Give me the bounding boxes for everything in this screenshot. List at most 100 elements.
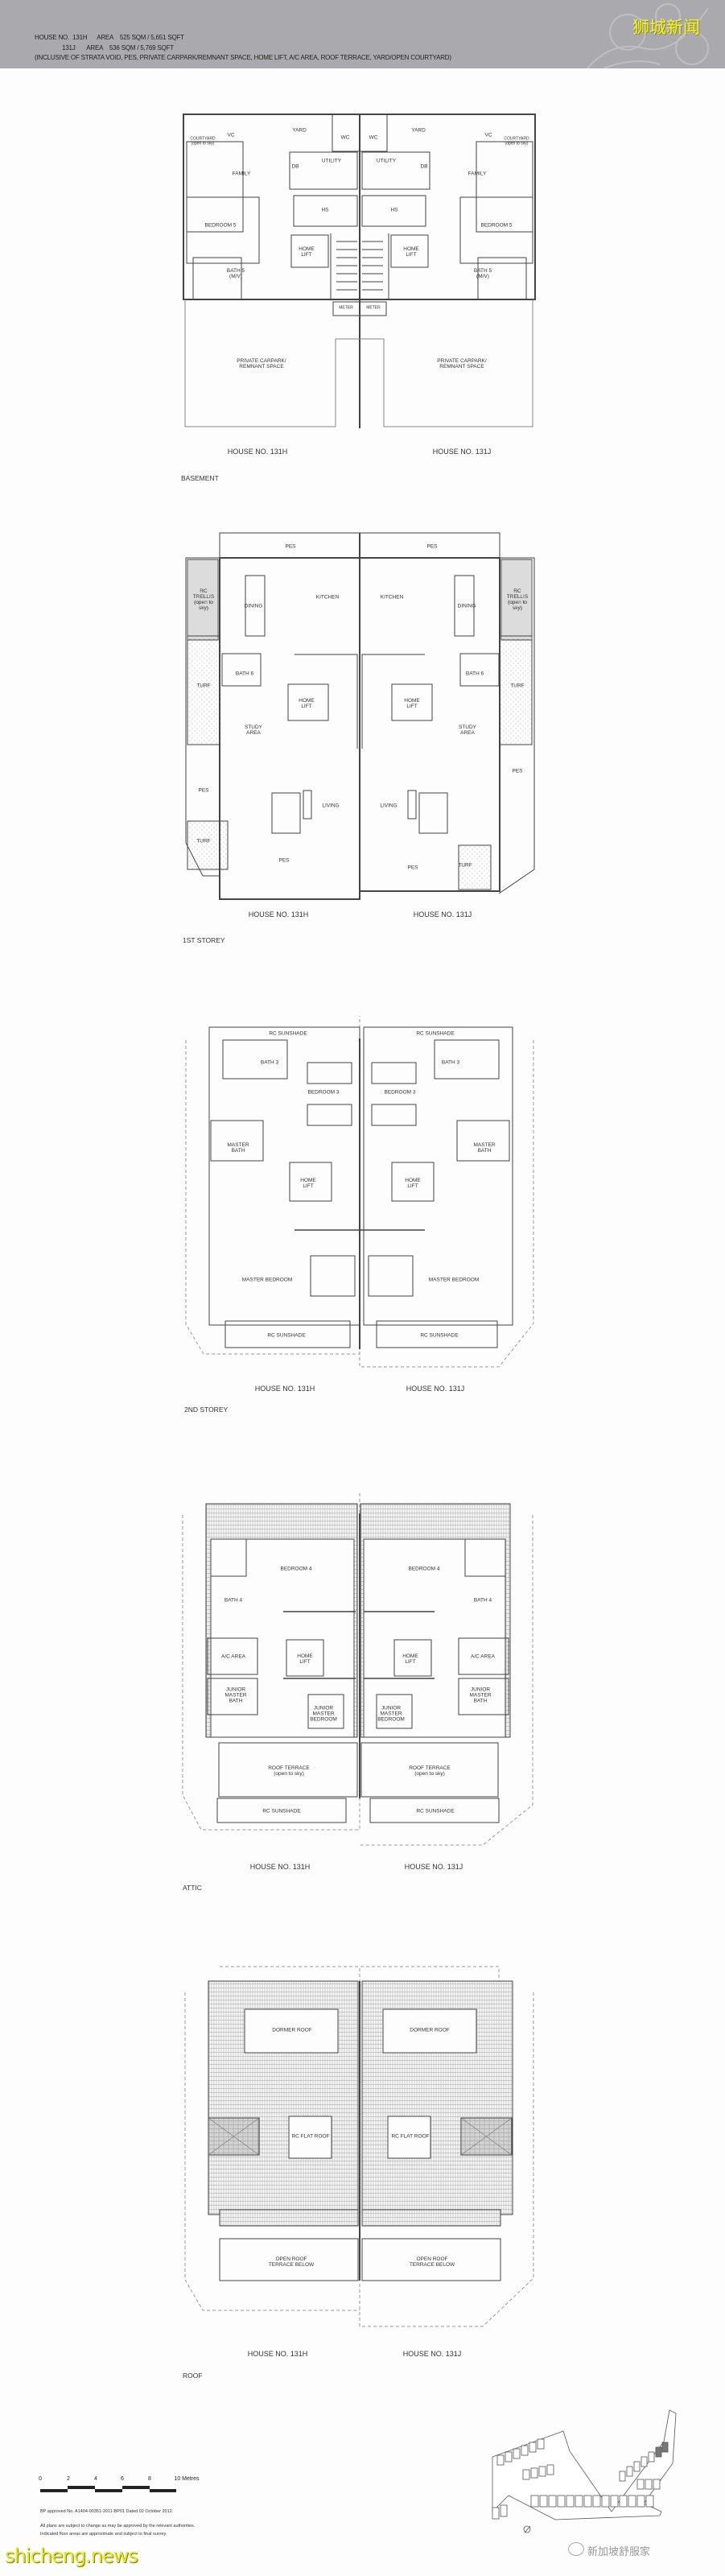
- room-vc: VC: [227, 132, 235, 138]
- scale-tick-label: 2: [67, 2476, 70, 2482]
- room-ac-area: A/C AREA: [471, 1653, 495, 1660]
- room-roof-terrace: ROOF TERRACE (open to sky): [268, 1765, 310, 1777]
- room-courtyard: COURTYARD (open to sky): [190, 136, 216, 146]
- room-master-bath: MASTER BATH: [473, 1142, 496, 1154]
- scale-bar: [40, 2486, 176, 2492]
- room-junior-master-bath: JUNIOR MASTER BATH: [469, 1686, 492, 1704]
- room-bath-6: BATH 6: [235, 671, 254, 677]
- room-junior-master-bedroom: JUNIOR MASTER BEDROOM: [377, 1705, 405, 1723]
- room-bedroom-4: BEDROOM 4: [408, 1566, 440, 1572]
- room-bedroom-5: BEDROOM 5: [204, 222, 237, 229]
- watermark-wechat: 新加坡舒服家: [587, 2546, 651, 2558]
- room-dormer-roof: DORMER ROOF: [272, 2027, 312, 2033]
- area-label: AREA: [86, 44, 103, 52]
- room-junior-master-bedroom: JUNIOR MASTER BEDROOM: [310, 1705, 337, 1723]
- house-label-131h: HOUSE NO. 131H: [248, 910, 309, 919]
- room-pes: PES: [426, 543, 438, 550]
- room-rc-flat-roof: RC FLAT ROOF: [291, 2133, 330, 2140]
- room-pes: PES: [407, 865, 418, 871]
- room-bath-6: BATH 6: [465, 671, 484, 677]
- room-courtyard: COURTYARD (open to sky): [504, 136, 529, 146]
- room-pes: PES: [512, 768, 523, 774]
- unit-131h-area: HOUSE NO. 131H AREA 525 SQM / 5,651 SQFT: [35, 34, 184, 41]
- room-rc-trellis: RC TRELLIS (open to sky): [506, 588, 529, 611]
- room-rc-sunshade: RC SUNSHADE: [267, 1332, 306, 1339]
- room-open-roof-terrace: OPEN ROOF TERRACE BELOW: [409, 2256, 455, 2268]
- room-pes: PES: [278, 857, 290, 864]
- second-storey-plan: [185, 1016, 534, 1368]
- floor-title-roof: ROOF: [183, 2372, 203, 2380]
- floor-title-1st-storey: 1ST STOREY: [183, 936, 225, 944]
- room-master-bath: MASTER BATH: [227, 1142, 249, 1154]
- room-pes: PES: [198, 787, 209, 794]
- room-home-lift: HOME LIFT: [404, 698, 420, 709]
- room-kitchen: KITCHEN: [380, 594, 404, 601]
- room-yard: YARD: [411, 127, 426, 134]
- room-home-lift: HOME LIFT: [299, 246, 315, 258]
- floor-title-attic: ATTIC: [183, 1884, 202, 1892]
- house-number: 131H: [72, 34, 88, 41]
- room-roof-terrace: ROOF TERRACE (open to sky): [409, 1765, 451, 1777]
- room-db: DB: [420, 163, 428, 170]
- room-study-area: STUDY AREA: [244, 724, 263, 736]
- house-label-131j: HOUSE NO. 131J: [404, 1863, 463, 1871]
- room-bath-4: BATH 4: [473, 1597, 492, 1604]
- scale-tick-label: 8: [148, 2476, 151, 2482]
- room-bath-5: BATH 5 (M/V): [473, 268, 492, 279]
- house-label-131j: HOUSE NO. 131J: [406, 1385, 465, 1393]
- room-rc-sunshade: RC SUNSHADE: [420, 1332, 459, 1339]
- unit-131j-area: 131J AREA 536 SQM / 5,769 SQFT: [62, 44, 174, 52]
- inclusive-note: (INCLUSIVE OF STRATA VOID, PES, PRIVATE …: [35, 54, 451, 61]
- room-family: FAMILY: [468, 171, 487, 177]
- first-storey-plan: [185, 532, 535, 900]
- room-dining: DINING: [244, 603, 263, 609]
- room-home-lift: HOME LIFT: [300, 1178, 316, 1189]
- room-dormer-roof: DORMER ROOF: [410, 2027, 450, 2033]
- room-carpark: PRIVATE CARPARK/ REMNANT SPACE: [237, 358, 286, 369]
- house-no-label: HOUSE NO.: [35, 34, 70, 41]
- room-meter: METER: [366, 305, 381, 311]
- room-turf: TURF: [510, 683, 525, 689]
- approval-note: BP approved No. A1404-00351-2011-BP01 Da…: [40, 2509, 174, 2514]
- wechat-icon: [568, 2542, 584, 2556]
- room-dining: DINING: [457, 603, 476, 609]
- room-open-roof-terrace: OPEN ROOF TERRACE BELOW: [268, 2256, 315, 2268]
- watermark-site: shicheng.news: [5, 2545, 138, 2567]
- room-rc-sunshade: RC SUNSHADE: [269, 1030, 307, 1037]
- header-band: HOUSE NO. 131H AREA 525 SQM / 5,651 SQFT…: [0, 0, 725, 68]
- room-rc-trellis: RC TRELLIS (open to sky): [192, 588, 215, 611]
- house-label-131j: HOUSE NO. 131J: [413, 910, 472, 919]
- scale-end-label: 10 Metres: [174, 2476, 200, 2482]
- room-rc-flat-roof: RC FLAT ROOF: [391, 2133, 430, 2140]
- scale-tick-label: 6: [121, 2476, 124, 2482]
- room-living: LIVING: [322, 803, 340, 809]
- room-meter: METER: [339, 305, 353, 311]
- room-bath-5: BATH 5 (M/V): [226, 268, 245, 279]
- room-master-bedroom: MASTER BEDROOM: [241, 1277, 293, 1283]
- scale-tick-label: 0: [39, 2476, 42, 2482]
- house-label-131j: HOUSE NO. 131J: [402, 2350, 462, 2358]
- house-label-131j: HOUSE NO. 131J: [432, 448, 492, 456]
- room-hs: HS: [390, 207, 398, 213]
- area-label: AREA: [97, 34, 113, 41]
- room-turf: TURF: [196, 683, 211, 689]
- room-utility: UTILITY: [321, 158, 342, 164]
- room-ac-area: A/C AREA: [221, 1653, 245, 1660]
- room-master-bedroom: MASTER BEDROOM: [428, 1277, 480, 1283]
- room-utility: UTILITY: [376, 158, 397, 164]
- room-bath-4: BATH 4: [224, 1597, 243, 1604]
- room-kitchen: KITCHEN: [315, 594, 340, 601]
- house-number: 131J: [62, 44, 76, 52]
- room-study-area: STUDY AREA: [458, 724, 477, 736]
- room-rc-sunshade: RC SUNSHADE: [416, 1030, 455, 1037]
- room-bedroom-3: BEDROOM 3: [307, 1089, 340, 1096]
- room-junior-master-bath: JUNIOR MASTER BATH: [225, 1686, 247, 1704]
- room-carpark: PRIVATE CARPARK/ REMNANT SPACE: [437, 358, 487, 369]
- room-bedroom-4: BEDROOM 4: [280, 1566, 312, 1572]
- room-home-lift: HOME LIFT: [403, 246, 419, 258]
- room-bath-3: BATH 3: [441, 1059, 460, 1066]
- room-home-lift: HOME LIFT: [402, 1653, 418, 1665]
- house-label-131h: HOUSE NO. 131H: [249, 1863, 311, 1871]
- room-wc: WC: [369, 134, 378, 141]
